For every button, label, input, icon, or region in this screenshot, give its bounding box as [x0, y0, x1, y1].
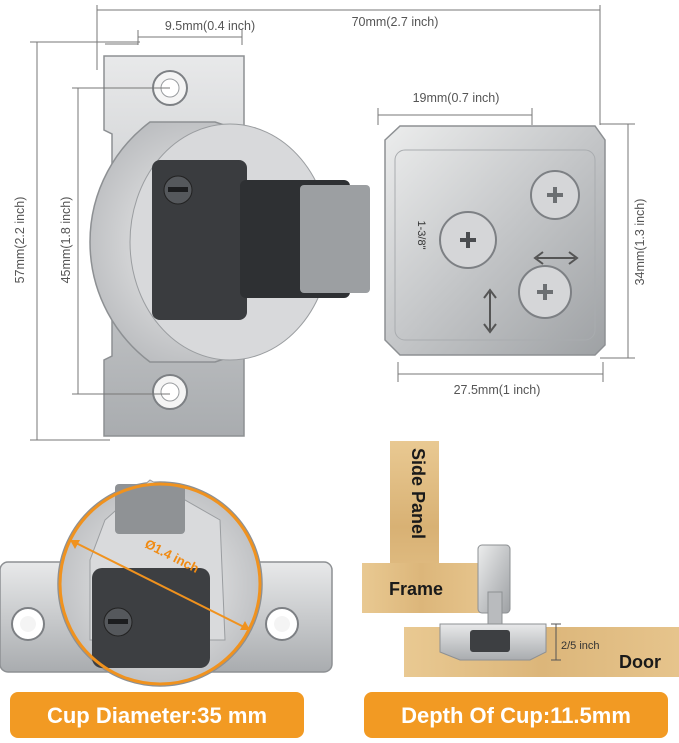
arrow-vertical-icon	[483, 288, 497, 334]
dim-overall-width: 70mm(2.7 inch)	[352, 15, 439, 29]
frame-label: Frame	[389, 579, 443, 599]
dim-arm-top-width: 19mm(0.7 inch)	[413, 91, 500, 105]
dim-hole-offset: 9.5mm(0.4 inch)	[165, 19, 255, 33]
side-panel-label: Side Panel	[408, 448, 428, 539]
dim-arm-height: 34mm(1.3 inch)	[633, 199, 647, 286]
badge-cup-depth-text: Depth Of Cup:11.5mm	[401, 703, 631, 728]
cup-diameter-circle	[58, 482, 262, 686]
dim-overall-height: 57mm(2.2 inch)	[13, 197, 27, 284]
hinge-top-view: 1-3/8"	[89, 55, 606, 437]
cup-closeup: Ø1.4 inch	[0, 479, 333, 687]
cup-diameter-line	[69, 539, 251, 631]
dimension-lines	[30, 5, 635, 441]
closeup-mechanism	[92, 568, 210, 668]
arrow-horizontal-icon	[533, 251, 579, 265]
install-diagram: Side Panel Frame Door 2/5 inch	[362, 441, 679, 677]
frame-board	[362, 563, 481, 613]
dim-arm-length: 27.5mm(1 inch)	[454, 383, 541, 397]
badge-cup-diameter: Cup Diameter:35 mm	[10, 692, 304, 738]
badge-cup-depth: Depth Of Cup:11.5mm	[364, 692, 668, 738]
arm-marking: 1-3/8"	[415, 221, 427, 250]
badge-cup-diameter-text: Cup Diameter:35 mm	[47, 703, 267, 728]
dim-hole-spacing: 45mm(1.8 inch)	[59, 197, 73, 284]
door-gap-label: 2/5 inch	[561, 640, 600, 652]
door-label: Door	[619, 652, 661, 672]
